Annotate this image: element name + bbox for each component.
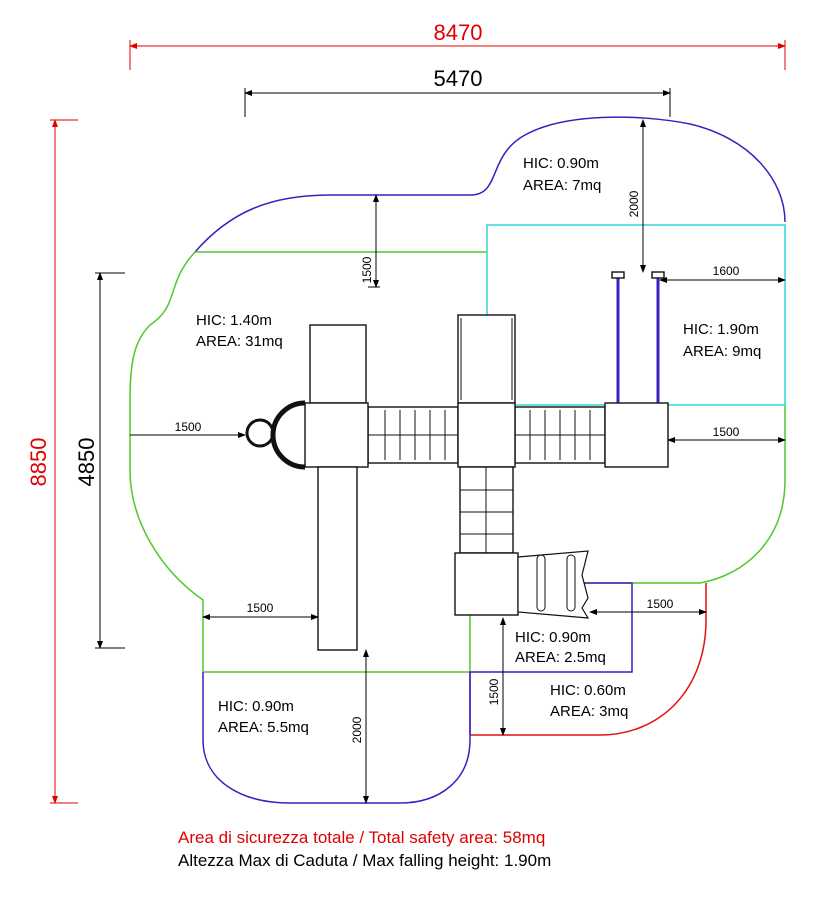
deck-left <box>304 402 369 468</box>
zone-outline-bottom-purple <box>202 672 471 804</box>
structure-width-label: 5470 <box>434 66 483 91</box>
zone-area: AREA: 7mq <box>523 177 601 194</box>
deck-center <box>457 402 516 468</box>
zone-hic: HIC: 0.90m <box>218 698 294 715</box>
zone-hic: HIC: 1.90m <box>683 321 759 338</box>
zone-area: AREA: 31mq <box>196 333 283 350</box>
climbing-ladder <box>309 324 367 404</box>
zone-outline-cyan <box>486 224 786 406</box>
slide <box>317 466 358 651</box>
total-safety-area: Area di sicurezza totale / Total safety … <box>178 828 545 847</box>
dimension-lines: 8470 5470 8850 4850 2000 1500 1600 1500 … <box>26 20 786 804</box>
dim-slide-side: 1500 <box>247 601 274 615</box>
dim-right: 1500 <box>713 425 740 439</box>
zone-outline-main-green <box>129 251 786 673</box>
zone-area: AREA: 5.5mq <box>218 719 309 736</box>
steps <box>517 550 590 619</box>
zone-outline-red <box>470 583 707 736</box>
tower-roof <box>457 314 516 404</box>
dim-pole: 1600 <box>713 264 740 278</box>
overall-width-label: 8470 <box>434 20 483 45</box>
dim-left: 1500 <box>175 420 202 434</box>
deck-right <box>604 402 669 468</box>
zone-hic: HIC: 0.60m <box>550 682 626 699</box>
zone-labels: HIC: 0.90m AREA: 7mq HIC: 1.40m AREA: 31… <box>196 155 761 736</box>
dim-top-left: 1500 <box>360 256 374 283</box>
play-structure <box>245 271 669 651</box>
max-falling-height: Altezza Max di Caduta / Max falling heig… <box>178 851 551 870</box>
zone-area: AREA: 2.5mq <box>515 649 606 666</box>
zone-area: AREA: 9mq <box>683 343 761 360</box>
ring <box>245 418 275 448</box>
dim-top-right: 2000 <box>627 190 641 217</box>
zone-hic: HIC: 0.90m <box>515 629 591 646</box>
zone-hic: HIC: 0.90m <box>523 155 599 172</box>
dim-steps: 1500 <box>647 597 674 611</box>
zone-outline-top-purple <box>194 116 786 253</box>
dim-steps-front: 1500 <box>487 678 501 705</box>
zone-hic: HIC: 1.40m <box>196 312 272 329</box>
structure-height-label: 4850 <box>74 438 99 487</box>
overall-height-label: 8850 <box>26 438 51 487</box>
deck-low <box>454 552 519 616</box>
zone-area: AREA: 3mq <box>550 703 628 720</box>
dim-slide-exit: 2000 <box>350 716 364 743</box>
